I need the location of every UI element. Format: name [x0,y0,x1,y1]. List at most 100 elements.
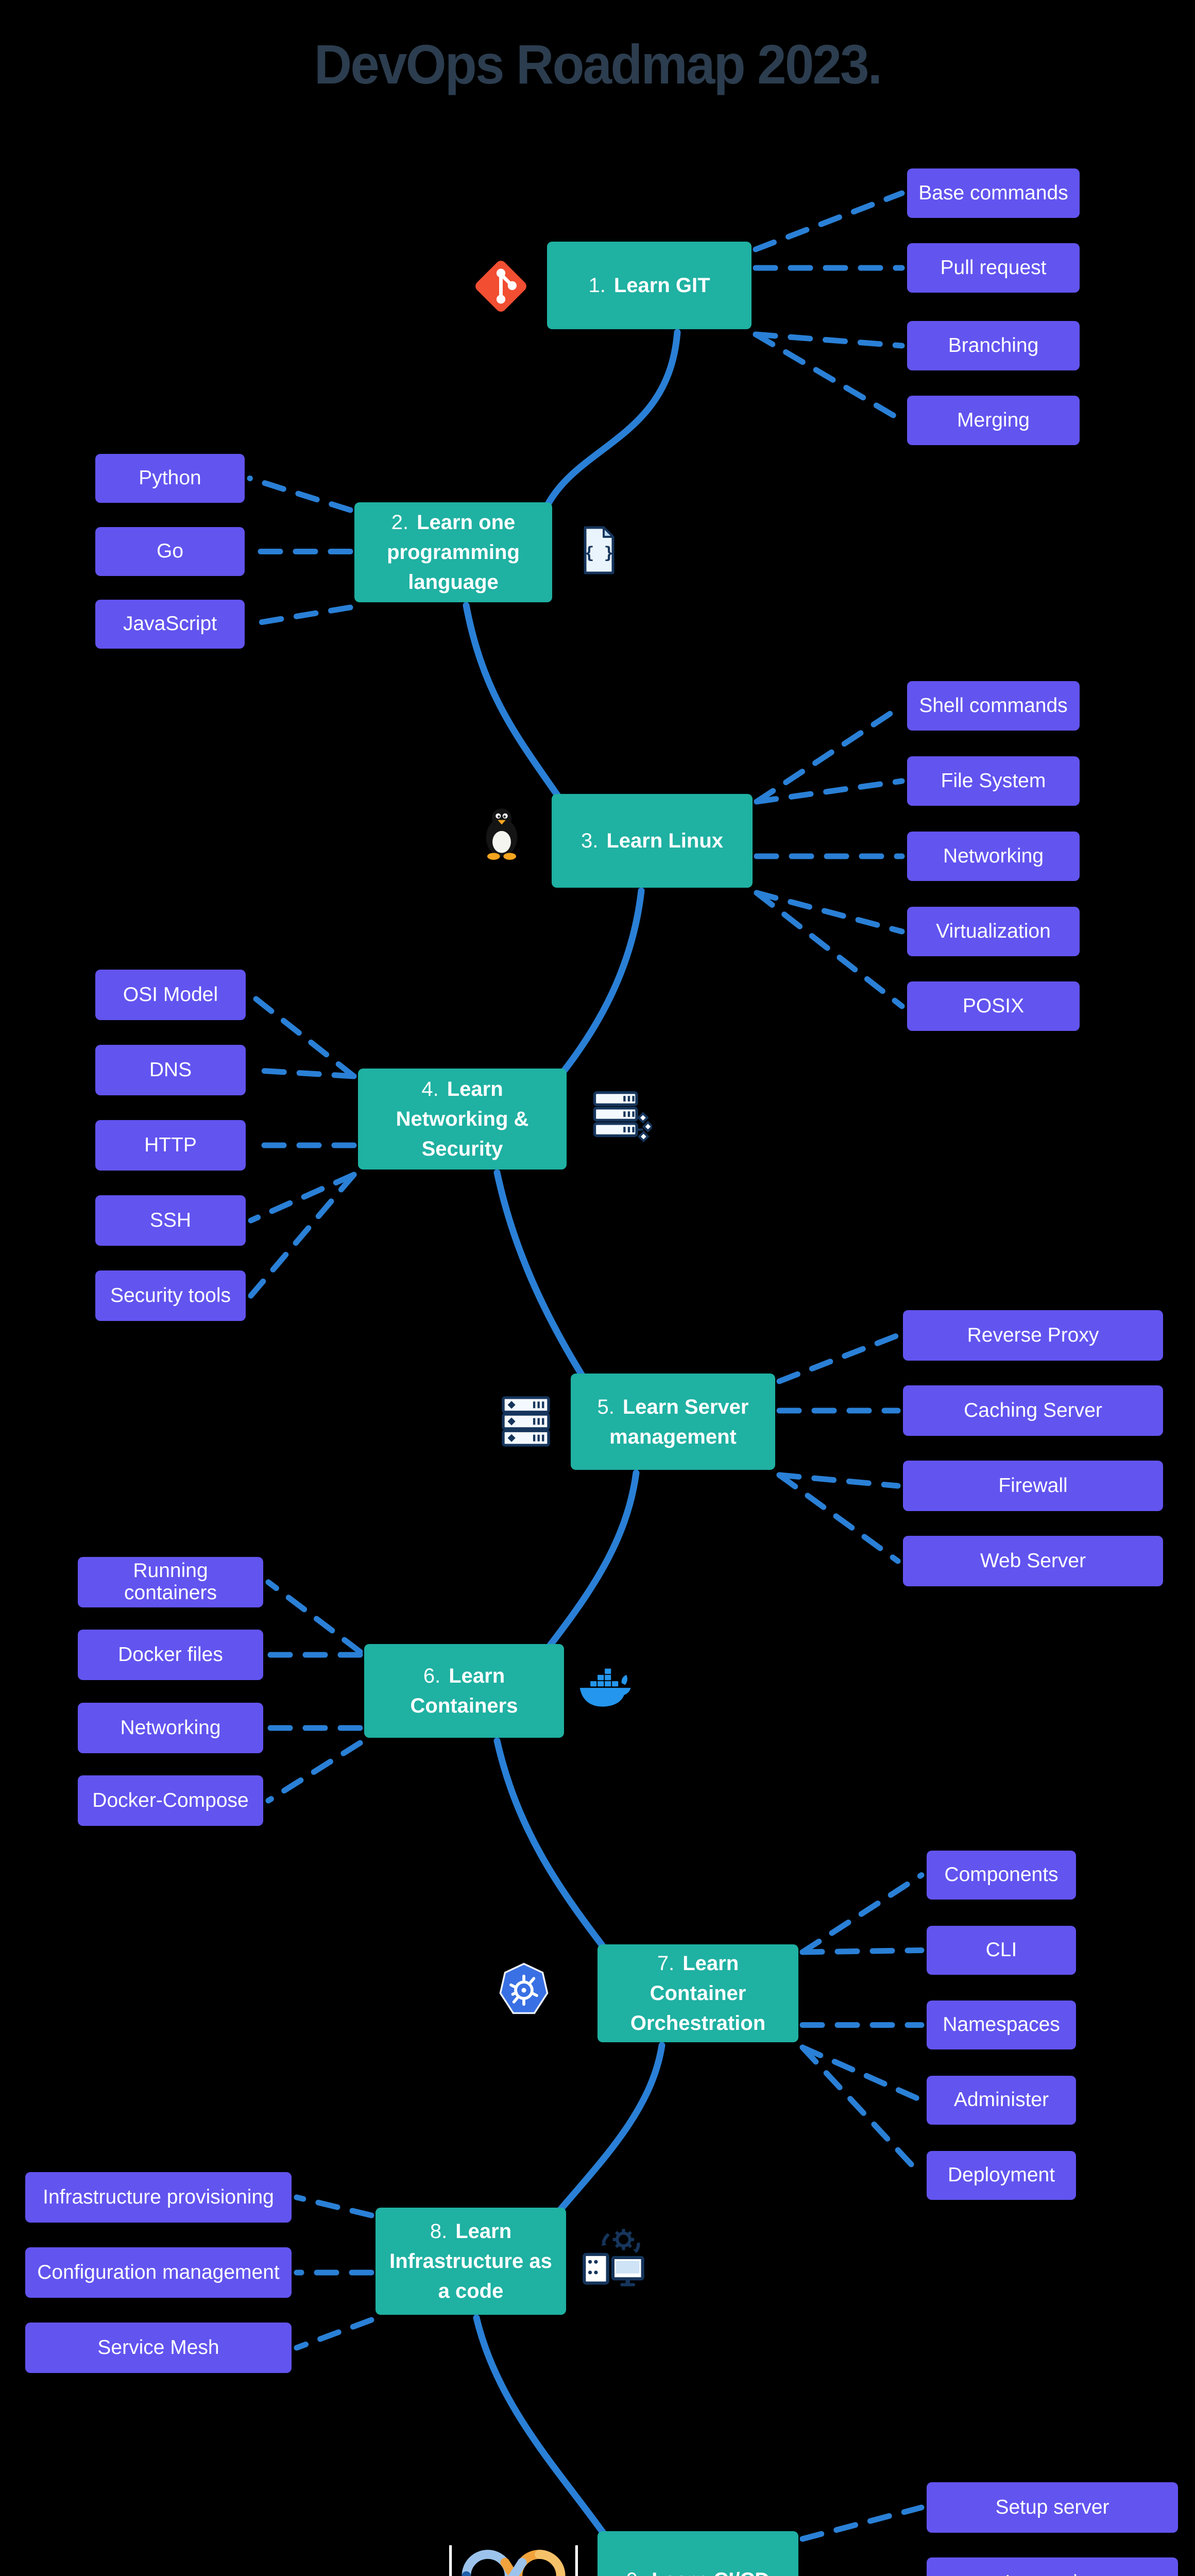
topic-label: Merging [957,409,1030,431]
topic-label: File System [941,769,1046,792]
dashed-connector [753,190,905,252]
dashed-connector [248,992,357,1079]
topic-label: Shell commands [919,694,1068,717]
topic-label: Virtualization [936,920,1051,942]
topic-label: Reverse Proxy [967,1324,1099,1346]
network-switch-icon [591,1087,652,1148]
node-label: Learn CI/CD [652,2569,770,2576]
topic-label: JavaScript [123,613,217,635]
topic-node-caching-server: Caching Server [903,1385,1163,1436]
node-number: 6. [423,1665,441,1687]
dashed-connector [248,1172,357,1299]
main-node-learn-networking-security: 4.Learn Networking & Security [358,1069,567,1170]
node-number: 9. [626,2569,643,2576]
topic-label: Base commands [918,181,1068,204]
topic-node-security-tools: Security tools [95,1270,246,1321]
node-number: 4. [421,1078,439,1100]
topic-node-docker-files: Docker files [78,1630,263,1680]
code-file-icon: { } [573,524,624,576]
topic-label: Networking [943,844,1044,867]
node-number: 7. [657,1952,675,1975]
topic-label: Branching [948,334,1039,357]
topic-label: Components [944,1863,1059,1886]
node-label: Learn one programming language [387,511,520,594]
main-node-learn-container-orchestration: 7.Learn Container Orchestration [598,1944,798,2042]
dashed-connector [776,1472,901,1564]
main-roadmap-curve [463,329,681,2538]
topic-node-base-commands: Base commands [907,168,1080,218]
dashed-connector [265,1740,363,1804]
topic-label: Go [156,540,184,563]
topic-label: Web Server [980,1549,1086,1572]
topic-node-cli: CLI [927,1926,1076,1975]
dashed-connector [294,2194,374,2218]
topic-node-namespaces: Namespaces [927,2001,1076,2049]
dashed-connector [754,890,905,1009]
topic-node-web-server: Web Server [903,1536,1163,1586]
topic-node-virtualization: Virtualization [907,907,1080,956]
automation-gear-icon [580,2224,649,2287]
node-label: Learn Container Orchestration [630,1952,766,2035]
topic-label: OSI Model [123,983,218,1006]
dashed-connector [753,331,905,349]
topic-node-shell-commands: Shell commands [907,681,1080,731]
main-node-learn-one-programming-language: 2.Learn one programming language [354,502,552,602]
node-number: 3. [581,829,599,852]
node-number: 2. [391,511,409,534]
topic-label: Networking [120,1716,221,1739]
topic-node-deployment: Deployment [927,2151,1076,2200]
node-number: 8. [430,2220,448,2243]
dashed-connector [799,1872,925,1955]
topic-node-dns: DNS [95,1045,246,1095]
topic-node-ssh: SSH [95,1195,246,1246]
dashed-connector [265,1579,363,1655]
topic-label: Administer [953,2089,1049,2111]
topic-label: CLI [985,1939,1017,1961]
topic-node-networking: Networking [78,1703,263,1753]
git-icon [471,257,531,316]
main-node-learn-linux: 3.Learn Linux [552,794,753,888]
topic-label: Docker files [118,1643,223,1666]
topic-node-branching: Branching [907,321,1080,370]
topic-label: Namespaces [943,2013,1060,2036]
topic-node-firewall: Firewall [903,1461,1163,1511]
page-title: DevOps Roadmap 2023. [314,33,882,95]
topic-node-javascript: JavaScript [95,600,245,649]
node-label: Learn GIT [613,274,710,297]
topic-label: Deployment [947,2164,1055,2187]
topic-node-setup-server: Setup server [927,2482,1178,2533]
topic-node-configuration-management: Configuration management [25,2247,292,2298]
topic-label: Setup server [995,2496,1109,2518]
topic-label: Caching Server [964,1399,1102,1421]
topic-node-docker-compose: Docker-Compose [78,1775,263,1826]
topic-node-reverse-proxy: Reverse Proxy [903,1310,1163,1361]
topic-label: Service Mesh [97,2336,219,2359]
dashed-connector [248,1067,357,1079]
topic-label: Integration [1005,2571,1100,2576]
docker-whale-icon [577,1660,635,1708]
topic-node-osi-model: OSI Model [95,970,246,1020]
dashed-connector [753,331,905,423]
topic-label: Firewall [998,1474,1068,1497]
topic-label: SSH [149,1209,192,1231]
main-node-learn-git: 1.Learn GIT [547,242,752,329]
topic-label: Security tools [110,1284,231,1307]
topic-node-running-containers: Running containers [78,1557,263,1607]
topic-label: Python [139,467,201,489]
topic-label: POSIX [962,994,1025,1017]
topic-node-python: Python [95,454,245,503]
topic-label: Configuration management [37,2261,280,2283]
node-label: Learn Infrastructure as a code [389,2220,552,2302]
topic-label: DNS [149,1058,192,1081]
topic-label: Pull request [940,256,1047,279]
topic-node-merging: Merging [907,396,1080,445]
dashed-connector [799,2504,925,2542]
devops-infinity-icon [449,2541,578,2576]
topic-label: Infrastructure provisioning [43,2185,274,2208]
dashed-connector [247,604,353,627]
topic-node-http: HTTP [95,1120,246,1171]
dashed-connector [799,1947,925,1955]
main-node-learn-ci-cd: 9. Learn CI/CD [598,2531,798,2576]
